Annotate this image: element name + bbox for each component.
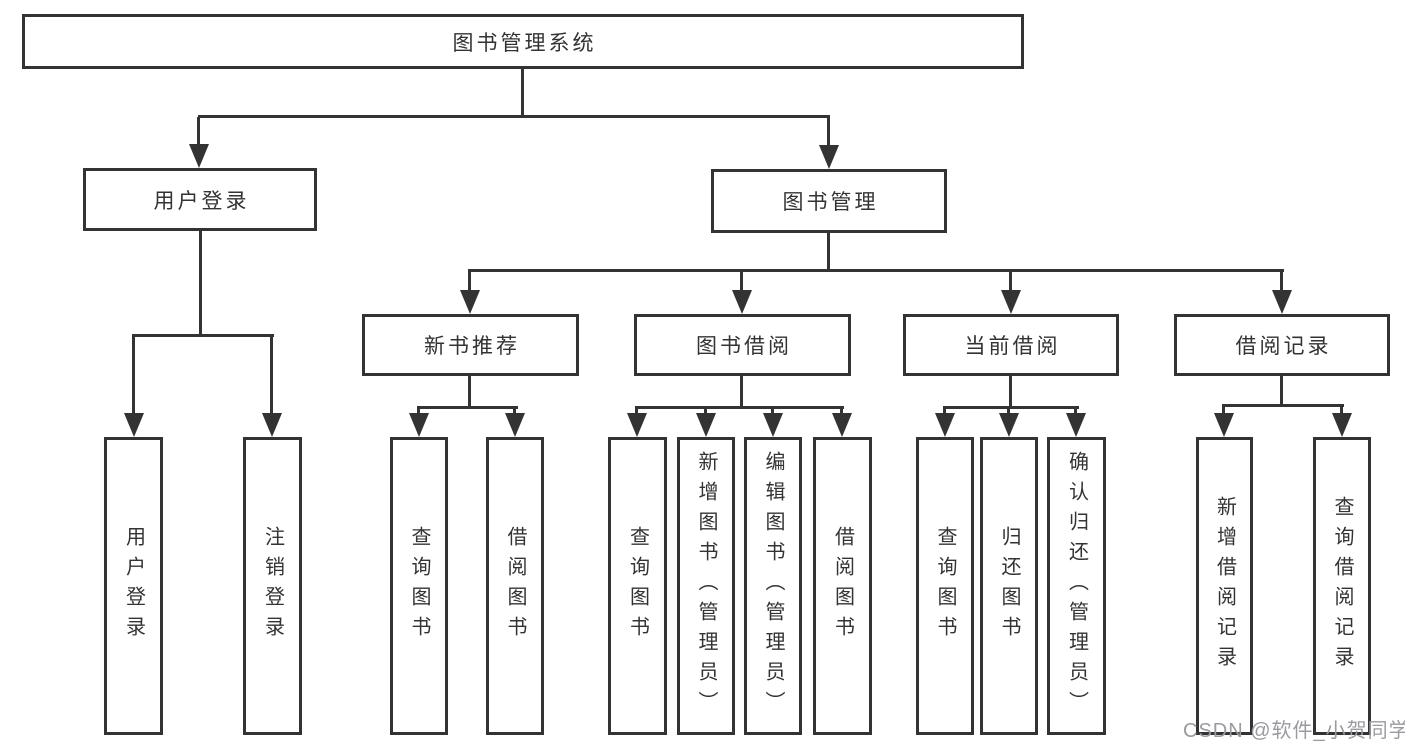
node-current-borrow: 当前借阅 [903, 314, 1119, 376]
arrow-down-icon [505, 408, 525, 437]
connector-line [1280, 376, 1283, 407]
connector-line [827, 233, 830, 271]
node-book-borrow: 图书借阅 [634, 314, 851, 376]
leaf-records-add-record: 新增借阅记录 [1196, 437, 1253, 735]
arrow-down-icon [189, 117, 209, 168]
arrow-down-icon [627, 408, 647, 437]
connector-line [943, 406, 1079, 409]
leaf-records-query-record: 查询借阅记录 [1313, 437, 1371, 735]
leaf-current-query-book: 查询图书 [916, 437, 974, 735]
node-new-book-recommend: 新书推荐 [362, 314, 579, 376]
connector-line [132, 334, 274, 337]
connector-line [740, 376, 743, 409]
connector-line [198, 115, 830, 118]
node-book-management: 图书管理 [711, 169, 947, 233]
arrow-down-icon [409, 408, 429, 437]
arrow-down-icon [262, 336, 282, 437]
leaf-label: 新增借阅记录 [1213, 496, 1236, 676]
leaf-label: 查询图书 [626, 526, 649, 646]
leaf-label: 注销登录 [261, 526, 284, 646]
arrow-down-icon [1214, 406, 1234, 437]
leaf-label: 确认归还（管理员） [1065, 451, 1088, 721]
node-borrow-records: 借阅记录 [1174, 314, 1390, 376]
connector-line [468, 269, 1284, 272]
arrow-down-icon [460, 271, 480, 314]
connector-line [635, 406, 844, 409]
leaf-label: 新增图书（管理员） [695, 451, 717, 721]
leaf-borrow-add-book-admin: 新增图书（管理员） [677, 437, 735, 735]
node-label: 图书借阅 [696, 335, 792, 358]
watermark: CSDN @软件_小贺同学 [1183, 720, 1405, 742]
connector-line [521, 67, 524, 117]
arrow-down-icon [1332, 406, 1352, 437]
leaf-newbook-query-book: 查询图书 [390, 437, 448, 735]
leaf-newbook-borrow-book: 借阅图书 [486, 437, 544, 735]
arrow-down-icon [1001, 271, 1021, 314]
leaf-label: 查询借阅记录 [1331, 496, 1353, 676]
leaf-user-login: 用户登录 [104, 437, 163, 735]
leaf-label: 用户登录 [122, 526, 145, 646]
connector-line [199, 231, 202, 336]
arrow-down-icon [732, 271, 752, 314]
node-user-login: 用户登录 [83, 168, 317, 231]
leaf-borrow-edit-book-admin: 编辑图书（管理员） [744, 437, 802, 735]
arrow-down-icon [124, 336, 144, 437]
connector-line [468, 376, 471, 409]
connector-line [1222, 404, 1344, 407]
leaf-borrow-borrow-book: 借阅图书 [813, 437, 872, 735]
node-label: 图书管理 [782, 191, 879, 214]
node-label: 用户登录 [153, 189, 250, 213]
node-label: 新书推荐 [424, 335, 520, 358]
leaf-current-confirm-return-admin: 确认归还（管理员） [1047, 437, 1106, 735]
node-label: 当前借阅 [964, 335, 1061, 358]
leaf-label: 编辑图书（管理员） [762, 451, 784, 721]
leaf-label: 借阅图书 [831, 526, 854, 646]
connector-line [417, 406, 518, 409]
arrow-down-icon [819, 117, 839, 169]
node-label: 图书管理系统 [452, 31, 597, 55]
leaf-label: 借阅图书 [504, 526, 526, 646]
leaf-label: 查询图书 [408, 526, 430, 646]
leaf-borrow-query-book: 查询图书 [608, 437, 667, 735]
arrow-down-icon [1272, 271, 1292, 314]
arrow-down-icon [1066, 408, 1086, 437]
arrow-down-icon [763, 408, 783, 437]
leaf-current-return-book: 归还图书 [980, 437, 1038, 735]
leaf-logout: 注销登录 [243, 437, 302, 735]
node-library-management-system: 图书管理系统 [22, 14, 1024, 69]
arrow-down-icon [999, 408, 1019, 437]
leaf-label: 归还图书 [998, 526, 1020, 646]
connector-line [1009, 376, 1012, 409]
arrow-down-icon [832, 408, 852, 437]
leaf-label: 查询图书 [934, 526, 956, 646]
arrow-down-icon [935, 408, 955, 437]
arrow-down-icon [696, 408, 716, 437]
node-label: 借阅记录 [1235, 335, 1332, 358]
